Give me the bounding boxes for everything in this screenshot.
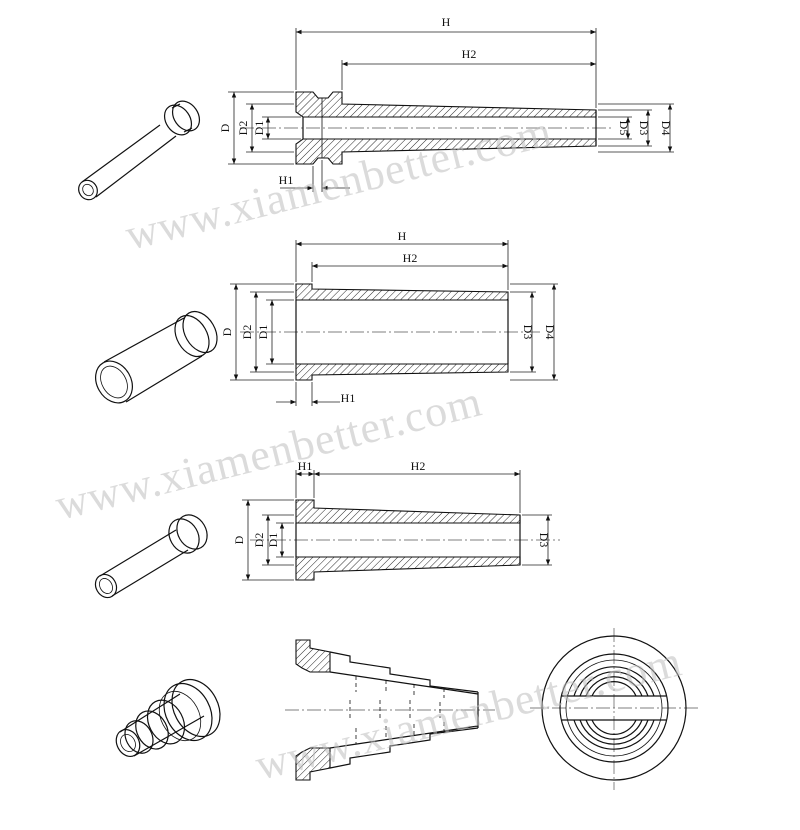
iso-sketch-3: [94, 514, 208, 599]
dim-label-H1: H1: [341, 391, 356, 405]
section-view-2: [240, 283, 540, 381]
dim-label-H2: H2: [411, 459, 426, 473]
dim-label-D3: D3: [637, 121, 651, 136]
row-3-flanged-sleeve: H1 H2 D D2 D1 D3: [94, 459, 560, 599]
dim-label-D4: D4: [543, 325, 557, 340]
end-view-4: [530, 628, 700, 790]
dim-label-D2: D2: [252, 533, 266, 548]
iso-sketch-4: [115, 678, 221, 757]
watermarks: www.xiamenbetter.com www.xiamenbetter.co…: [51, 106, 687, 789]
row-2-sleeve-bushing: H H2 H1 D D2 D1 D3: [95, 229, 558, 406]
dim-label-D2: D2: [240, 325, 254, 340]
dim-label-D5: D5: [617, 121, 631, 136]
dim-label-D2: D2: [236, 121, 250, 136]
watermark-text: www.xiamenbetter.com: [51, 376, 487, 529]
dimensions-3: H1 H2 D D2 D1 D3: [232, 459, 552, 581]
dim-label-D1: D1: [266, 533, 280, 548]
dim-label-H2: H2: [462, 47, 477, 61]
watermark-text: www.xiamenbetter.com: [121, 106, 557, 259]
iso-sketch-2: [95, 310, 218, 404]
section-view-3: [250, 499, 560, 581]
dim-label-D3: D3: [537, 533, 551, 548]
dim-label-H1: H1: [279, 173, 294, 187]
dim-label-H: H: [398, 229, 407, 243]
dim-label-D3: D3: [521, 325, 535, 340]
row-1-grommet-tapered: H H2 H1 D D2 D1 D5: [78, 15, 674, 201]
dim-label-H2: H2: [403, 251, 418, 265]
dimensions-1: H H2 H1 D D2 D1 D5: [218, 15, 674, 192]
dimensions-2: H H2 H1 D D2 D1 D3: [220, 229, 558, 406]
dim-label-D: D: [218, 123, 232, 132]
dim-label-D: D: [220, 327, 234, 336]
row-4-stepped-strain-relief: [115, 628, 700, 790]
section-view-1: [240, 91, 612, 165]
iso-sketch-1: [78, 100, 201, 201]
dim-label-D1: D1: [252, 121, 266, 136]
dim-label-H1: H1: [298, 459, 313, 473]
dim-label-D4: D4: [659, 121, 673, 136]
dim-label-D: D: [232, 535, 246, 544]
section-view-4: [285, 639, 495, 781]
dim-label-H: H: [442, 15, 451, 29]
dim-label-D1: D1: [256, 325, 270, 340]
